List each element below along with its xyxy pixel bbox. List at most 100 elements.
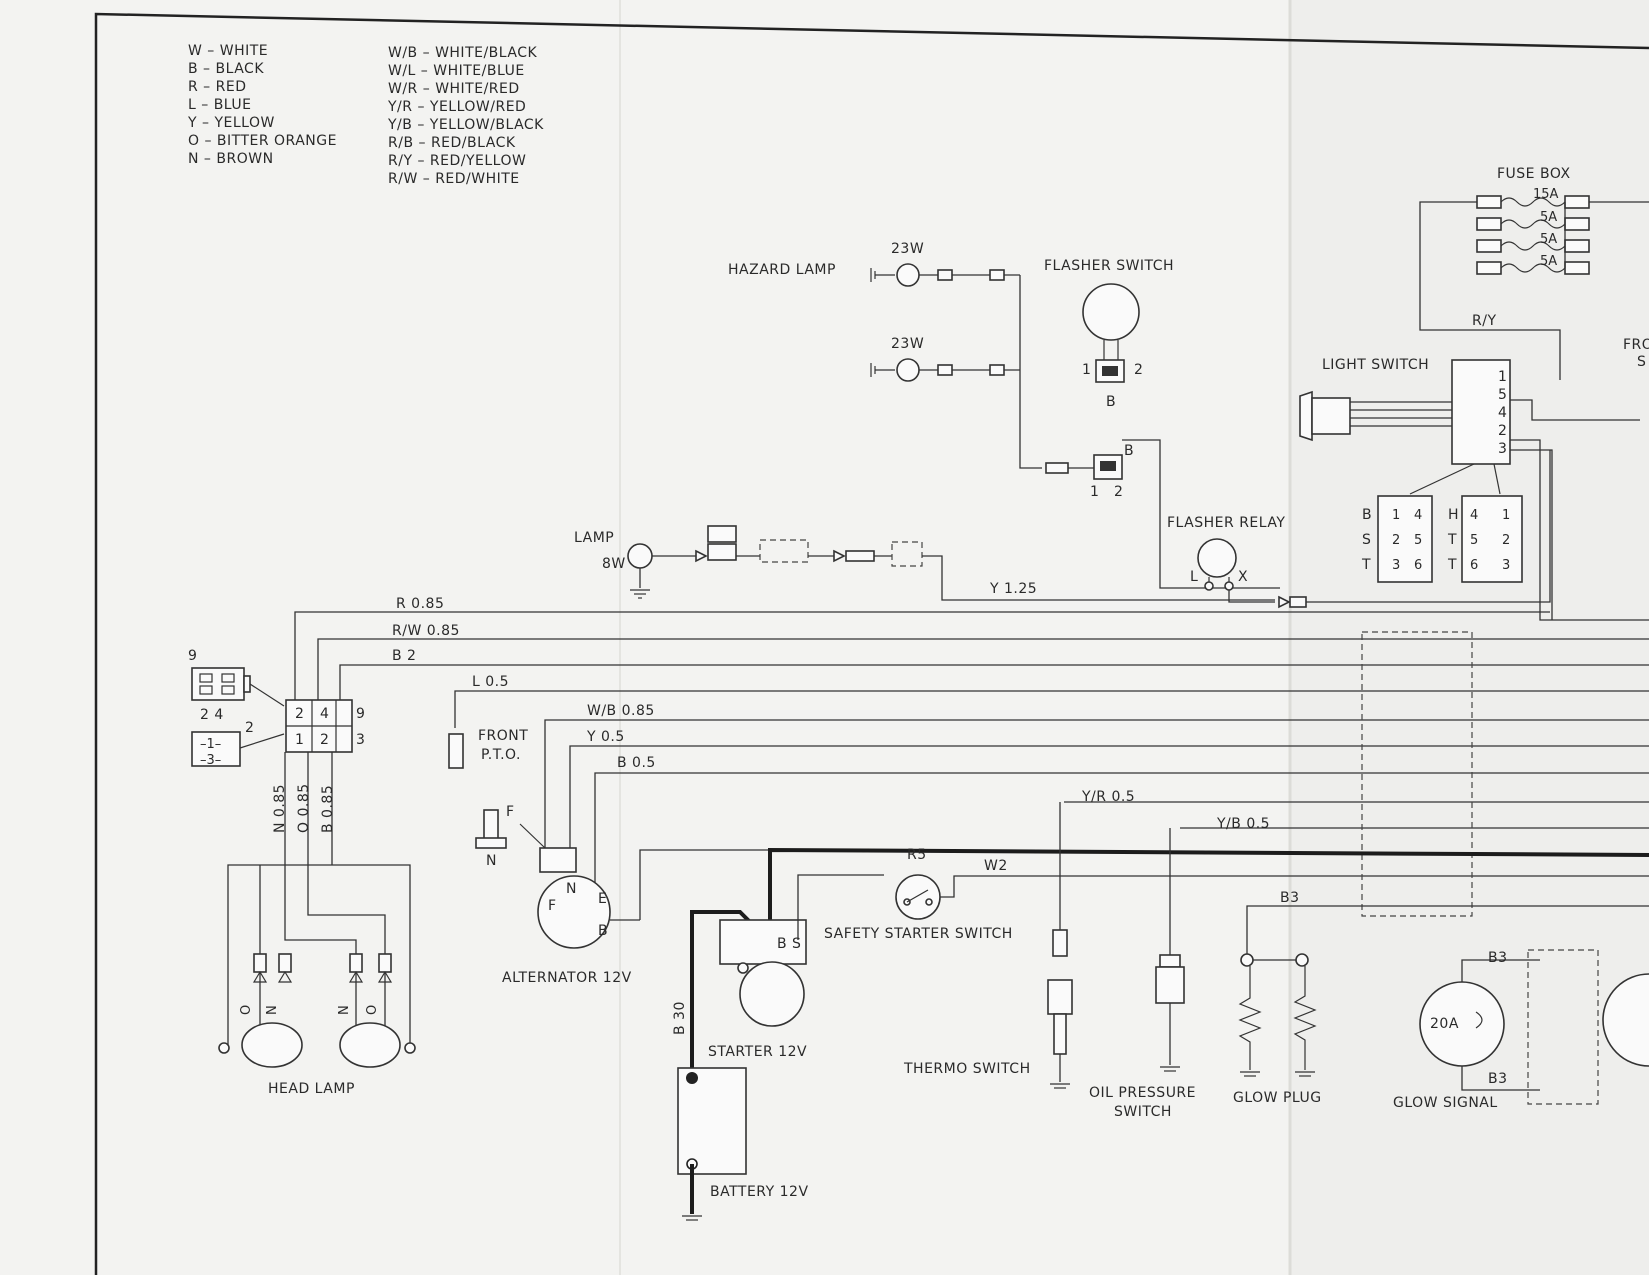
svg-text:5: 5 xyxy=(1498,387,1507,403)
svg-text:N 0.85: N 0.85 xyxy=(272,784,288,833)
svg-text:20A: 20A xyxy=(1430,1016,1459,1032)
legend-item: B – BLACK xyxy=(188,61,264,77)
headlamp-bulb-icon xyxy=(241,1022,303,1068)
wire-label: Y/B 0.5 xyxy=(1216,816,1270,832)
hazard-lamp-label: HAZARD LAMP xyxy=(728,262,836,278)
flasher-switch: FLASHER SWITCH 1 2 B B 1 2 xyxy=(1044,258,1280,589)
svg-text:3: 3 xyxy=(1502,558,1510,573)
svg-text:B 30: B 30 xyxy=(672,1001,688,1035)
light-switch: LIGHT SWITCH 1 5 4 2 3 B S T 1 4 2 5 3 6… xyxy=(1299,357,1649,621)
svg-text:3: 3 xyxy=(356,732,365,748)
svg-text:2: 2 xyxy=(320,732,329,748)
harness-wires: R 0.85 R/W 0.85 B 2 L 0.5 W/B 0.85 Y 0.5… xyxy=(294,581,1649,917)
svg-text:E: E xyxy=(598,891,607,907)
svg-text:B: B xyxy=(1124,443,1134,459)
thermo-switch-label: THERMO SWITCH xyxy=(903,1061,1031,1077)
svg-text:2: 2 xyxy=(1498,423,1507,439)
svg-text:H: H xyxy=(1448,507,1459,523)
svg-text:T: T xyxy=(1447,557,1457,573)
svg-text:B: B xyxy=(598,923,608,939)
safety-starter-label: SAFETY STARTER SWITCH xyxy=(824,926,1013,942)
lamp-bulb-icon xyxy=(896,358,920,382)
svg-text:B3: B3 xyxy=(1488,1071,1508,1087)
svg-text:15A: 15A xyxy=(1533,187,1559,202)
fuse-box-label: FUSE BOX xyxy=(1497,166,1571,182)
svg-text:N: N xyxy=(566,881,577,897)
svg-text:R5: R5 xyxy=(907,847,927,863)
svg-text:1: 1 xyxy=(1082,362,1091,378)
svg-text:2: 2 xyxy=(295,706,304,722)
legend-item: Y/B – YELLOW/BLACK xyxy=(387,117,544,133)
svg-text:2: 2 xyxy=(1502,533,1510,548)
headlamp-bulb-icon xyxy=(339,1022,401,1068)
svg-text:X: X xyxy=(1238,569,1248,585)
svg-text:B: B xyxy=(777,936,787,952)
svg-text:4: 4 xyxy=(1498,405,1507,421)
svg-text:9: 9 xyxy=(188,648,197,664)
fuse-row: 15A xyxy=(1476,187,1590,209)
svg-text:B3: B3 xyxy=(1488,950,1508,966)
starter-label: STARTER 12V xyxy=(708,1044,807,1060)
svg-text:1: 1 xyxy=(295,732,304,748)
svg-text:1: 1 xyxy=(1498,369,1507,385)
oil-pressure-label: OIL PRESSURE xyxy=(1089,1085,1196,1101)
svg-text:5A: 5A xyxy=(1540,210,1557,225)
legend-item: O – BITTER ORANGE xyxy=(188,133,337,149)
glow-signal: 20A B3 B3 GLOW SIGNAL xyxy=(1393,949,1649,1111)
svg-text:O: O xyxy=(239,1005,254,1015)
wire-label: Y 0.5 xyxy=(586,729,625,745)
svg-text:–1–: –1– xyxy=(200,737,221,752)
wire-label: B 2 xyxy=(392,648,416,664)
head-lamp-label: HEAD LAMP xyxy=(268,1081,355,1097)
wire-label: B 0.5 xyxy=(617,755,656,771)
svg-text:3: 3 xyxy=(1392,558,1400,573)
wire-label: R/W 0.85 xyxy=(392,623,460,639)
svg-text:B: B xyxy=(1106,394,1116,410)
svg-text:2 4: 2 4 xyxy=(200,707,224,723)
svg-text:O: O xyxy=(365,1005,380,1015)
wire-label: Y 1.25 xyxy=(989,581,1037,597)
glow-plug-label: GLOW PLUG xyxy=(1233,1090,1322,1106)
alternator: F N E B ALTERNATOR 12V xyxy=(502,847,770,986)
svg-text:F: F xyxy=(506,804,515,820)
svg-text:3: 3 xyxy=(1498,441,1507,457)
glow-plug: B3 GLOW PLUG xyxy=(1233,890,1649,1106)
flasher-switch-label: FLASHER SWITCH xyxy=(1044,258,1174,274)
svg-text:B: B xyxy=(1362,507,1372,523)
svg-text:W2: W2 xyxy=(984,858,1008,874)
starter-motor-icon xyxy=(739,961,805,1027)
svg-text:S: S xyxy=(1637,354,1646,370)
svg-text:–3–: –3– xyxy=(200,753,221,768)
svg-text:T: T xyxy=(1447,532,1457,548)
oil-pressure-switch: OIL PRESSURE SWITCH xyxy=(1089,828,1196,1120)
svg-text:SWITCH: SWITCH xyxy=(1114,1104,1172,1120)
lamp-bulb-icon xyxy=(896,263,920,287)
flasher-relay-label: FLASHER RELAY xyxy=(1167,515,1285,531)
svg-text:6: 6 xyxy=(1470,558,1478,573)
alternator-icon xyxy=(537,875,611,949)
svg-text:5: 5 xyxy=(1470,533,1478,548)
legend-item: W/L – WHITE/BLUE xyxy=(388,63,525,79)
svg-text:N: N xyxy=(265,1005,280,1015)
svg-text:1: 1 xyxy=(1090,484,1099,500)
svg-text:2: 2 xyxy=(1392,533,1400,548)
junction-connectors: 9 2 4 2 –1– –3– 2 4 9 1 2 3 xyxy=(188,648,365,768)
color-legend: W – WHITE B – BLACK R – RED L – BLUE Y –… xyxy=(187,43,544,187)
svg-text:S: S xyxy=(792,936,801,952)
svg-text:S: S xyxy=(1362,532,1371,548)
legend-item: W/R – WHITE/RED xyxy=(388,81,520,97)
legend-item: R/W – RED/WHITE xyxy=(388,171,520,187)
battery-icon xyxy=(677,1067,747,1175)
wire-label: R 0.85 xyxy=(396,596,444,612)
svg-text:N: N xyxy=(337,1005,352,1015)
svg-text:9: 9 xyxy=(356,706,365,722)
alternator-label: ALTERNATOR 12V xyxy=(502,970,632,986)
lamp-label: LAMP xyxy=(574,530,614,546)
fuse-row: 5A xyxy=(1476,254,1590,275)
legend-item: R/B – RED/BLACK xyxy=(388,135,516,151)
flasher-relay: FLASHER RELAY L X xyxy=(1167,450,1551,609)
legend-item: R – RED xyxy=(188,79,246,95)
battery: BATTERY 12V xyxy=(677,1067,808,1221)
svg-text:5A: 5A xyxy=(1540,232,1557,247)
